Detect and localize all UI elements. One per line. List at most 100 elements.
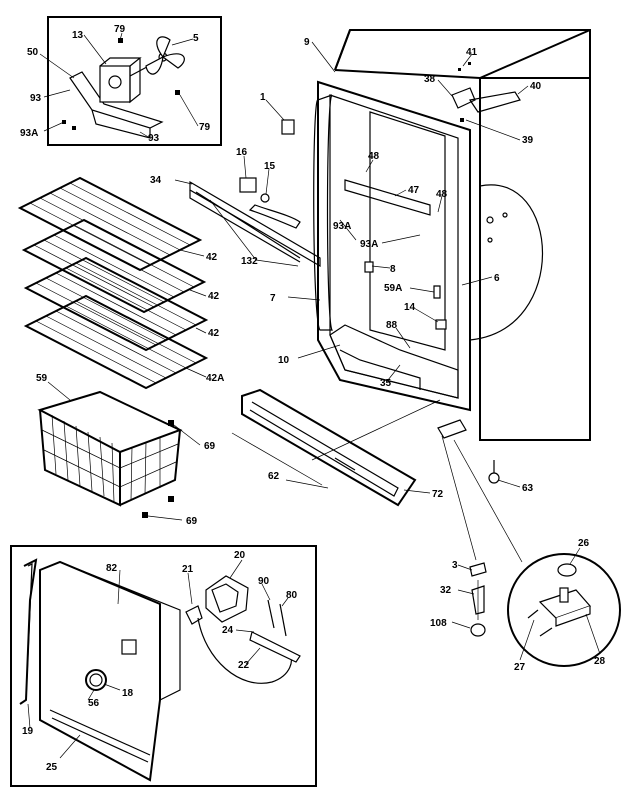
leveler-assembly: [437, 419, 621, 667]
bottom-hinge: [437, 419, 467, 439]
callout-5: 5: [193, 33, 199, 44]
shelf-rail: [344, 179, 431, 216]
fan-bracket-lower: [91, 109, 151, 139]
freezer-basket: [37, 381, 201, 521]
callout-47: 47: [408, 185, 420, 196]
fan-motor-side: [99, 57, 142, 104]
callout-63: 63: [522, 483, 534, 494]
bracket-21: [185, 605, 203, 625]
fan-motor-shaft: [108, 75, 122, 89]
kick-plate-slot: [334, 457, 356, 471]
callout-42A: 42A: [206, 373, 224, 384]
hinge-detail-circle: [507, 553, 621, 667]
leveler-foot-108: [470, 623, 486, 637]
evaporator-bar-lower: [189, 190, 301, 263]
callout-24: 24: [222, 625, 234, 636]
wire-shelf-3: [23, 256, 209, 352]
callout-48-b: 48: [436, 189, 448, 200]
kick-plate: [231, 388, 441, 507]
screw-93A-b: [72, 126, 76, 130]
callout-28: 28: [594, 656, 606, 667]
callout-93A-b: 93A: [333, 221, 351, 232]
callout-25: 25: [46, 762, 58, 773]
callout-39: 39: [522, 135, 534, 146]
evaporator-bar: [189, 180, 321, 268]
top-hinge: [451, 87, 476, 109]
cabinet-floor: [329, 324, 459, 399]
callout-26: 26: [578, 538, 590, 549]
callout-69-a: 69: [204, 441, 216, 452]
inner-back-wall: [369, 111, 446, 351]
evaporator-assembly: [174, 99, 321, 268]
part-1: [281, 119, 295, 135]
basket-stop-a: [168, 420, 174, 426]
callout-labels: 13 79 5 50 93 93A 93 79 9 41 38 40 39 1 …: [20, 24, 606, 773]
callout-6: 6: [494, 273, 500, 284]
callout-13: 13: [72, 30, 84, 41]
wire-shelves: [17, 176, 209, 390]
part-8: [364, 261, 374, 273]
callout-41: 41: [466, 47, 478, 58]
callout-15: 15: [264, 161, 276, 172]
callout-16: 16: [236, 147, 248, 158]
callout-59: 59: [36, 373, 48, 384]
callout-48-a: 48: [368, 151, 380, 162]
callout-88: 88: [386, 320, 398, 331]
callout-42-a: 42: [206, 252, 218, 263]
hinge-screw-b: [468, 62, 471, 65]
callout-50: 50: [27, 47, 39, 58]
callout-40: 40: [530, 81, 542, 92]
basket-front: [39, 409, 121, 507]
callout-42-c: 42: [208, 328, 220, 339]
knob-56: [85, 669, 107, 691]
cabinet-top: [334, 29, 591, 79]
callout-93A-c: 93A: [360, 239, 378, 250]
callout-20: 20: [234, 550, 246, 561]
wire-shelf-4: [23, 294, 209, 390]
callout-34: 34: [150, 175, 162, 186]
cabinet-top-edge: [334, 69, 481, 79]
kick-plate-body: [241, 388, 417, 507]
callout-8: 8: [390, 264, 396, 275]
cabinet-liner: [329, 94, 459, 399]
basket-side: [119, 429, 181, 506]
wire-shelf-1: [17, 176, 203, 272]
control-panel-flange: [49, 709, 151, 763]
sensor-15: [260, 193, 270, 203]
fan-blade: [145, 36, 185, 75]
callout-90: 90: [258, 576, 270, 587]
callout-132: 132: [241, 256, 258, 267]
thermostat-16: [239, 177, 257, 193]
callout-79-b: 79: [199, 122, 211, 133]
callout-42-b: 42: [208, 291, 220, 302]
control-panel-inset-frame: [10, 545, 317, 787]
callout-14: 14: [404, 302, 416, 313]
part-3: [469, 562, 487, 577]
callout-93A-a: 93A: [20, 128, 38, 139]
control-panel-top: [59, 561, 181, 701]
screw-79-a: [118, 38, 123, 43]
hinge-screw-a: [458, 68, 461, 71]
hinge-detail-cap-26: [557, 563, 577, 577]
callout-19: 19: [22, 726, 34, 737]
cabinet: [287, 29, 591, 441]
hinge-detail-pin: [559, 587, 569, 603]
callout-79-a: 79: [114, 24, 126, 35]
callout-3: 3: [452, 560, 458, 571]
callout-80: 80: [286, 590, 298, 601]
callout-62: 62: [268, 471, 280, 482]
gasket-left: [313, 94, 334, 331]
switch-22: [249, 631, 301, 663]
fan-motor: [99, 65, 131, 103]
callout-9: 9: [304, 37, 310, 48]
callout-35: 35: [380, 378, 392, 389]
callout-22: 22: [238, 660, 250, 671]
basket-stop-b: [168, 496, 174, 502]
fan-motor-inset-frame: [47, 16, 222, 146]
callout-7: 7: [270, 293, 276, 304]
part-14: [435, 319, 447, 330]
hinge-pin: [460, 118, 464, 122]
callout-82: 82: [106, 563, 118, 574]
